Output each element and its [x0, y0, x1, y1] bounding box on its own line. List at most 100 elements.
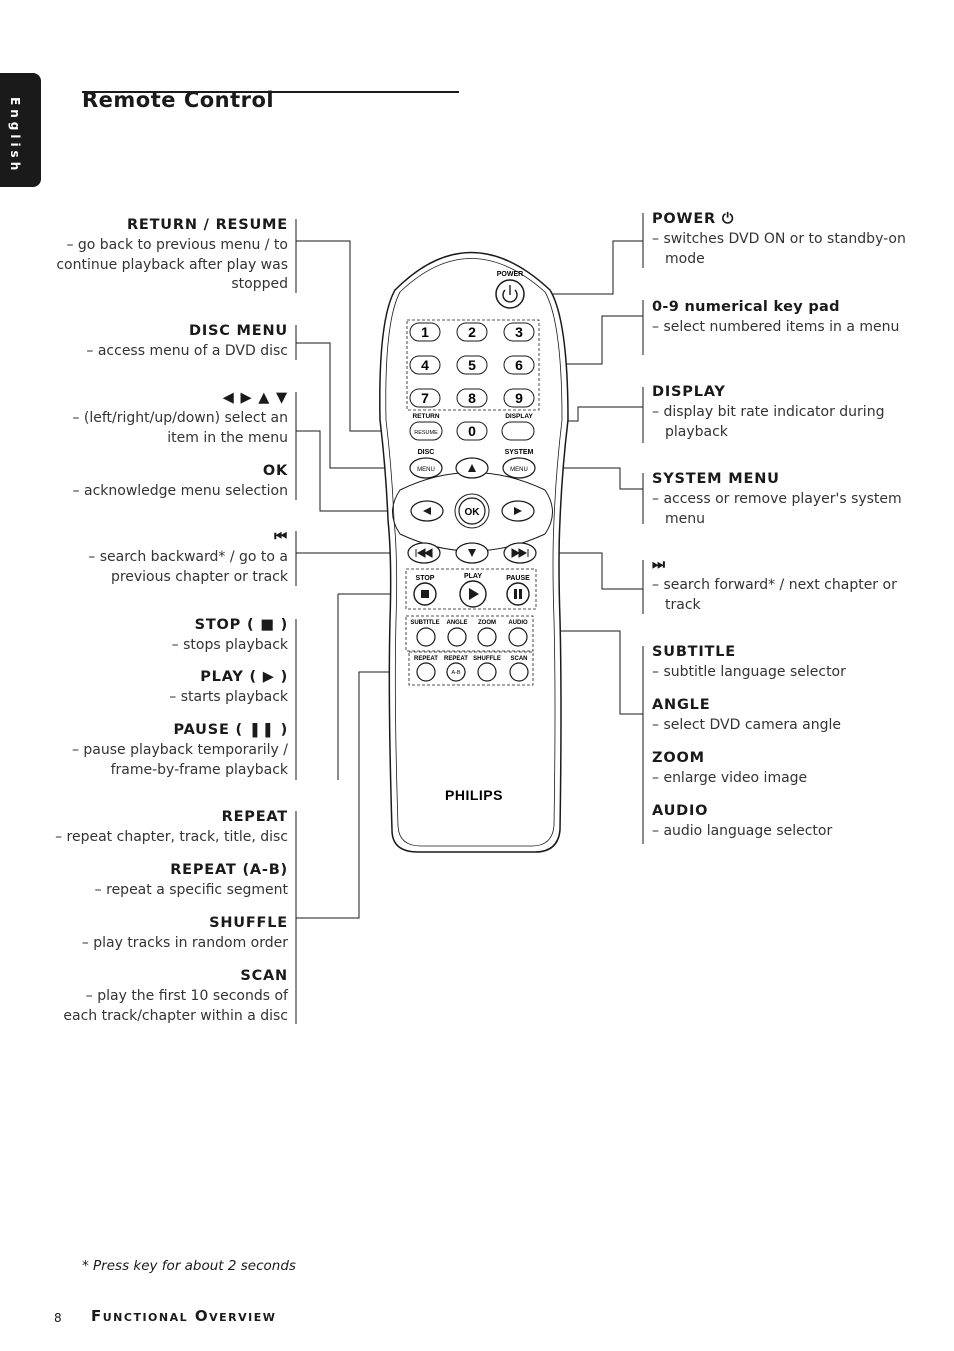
display-button[interactable] — [501, 421, 535, 441]
transport-group — [405, 568, 537, 610]
key-1[interactable] — [409, 322, 441, 342]
shuffle-button[interactable] — [477, 662, 497, 682]
svg-text:SYSTEM: SYSTEM — [505, 449, 534, 456]
svg-text:3: 3 — [515, 324, 523, 340]
desc-disc-menu: DISC MENU – access menu of a DVD disc — [86, 323, 288, 359]
svg-text:AUDIO: AUDIO — [508, 620, 528, 626]
scan-button[interactable] — [509, 662, 529, 682]
section-title: Functional Overview — [91, 1307, 277, 1325]
repeat-ab-button[interactable] — [446, 662, 466, 682]
angle-button[interactable] — [447, 627, 467, 647]
svg-text:9: 9 — [515, 390, 523, 406]
key-2[interactable] — [456, 322, 488, 342]
desc-previous: ⏮ – search backward* / go to a previous … — [88, 529, 288, 585]
key-8[interactable] — [456, 388, 488, 408]
svg-text:6: 6 — [515, 357, 523, 373]
key-3[interactable] — [503, 322, 535, 342]
svg-text:MENU: MENU — [510, 467, 528, 473]
svg-text:PAUSE: PAUSE — [506, 575, 530, 582]
desc-next: ⏭ – search forward* / next chapter or tr… — [652, 557, 897, 613]
desc-display: DISPLAY – display bit rate indicator dur… — [652, 384, 885, 440]
svg-text:MENU: MENU — [417, 467, 435, 473]
svg-text:PLAY: PLAY — [464, 573, 482, 580]
subtitle-button[interactable] — [416, 627, 436, 647]
power-icon — [502, 289, 518, 303]
key-5[interactable] — [456, 355, 488, 375]
svg-text:STOP: STOP — [416, 575, 435, 582]
desc-keypad: 0-9 numerical key pad – select numbered … — [652, 299, 900, 335]
desc-repeat-ab: REPEAT (A-B) – repeat a specific segment — [94, 862, 288, 898]
desc-scan: SCAN – play the first 10 seconds of each… — [63, 968, 288, 1024]
svg-text:RETURN: RETURN — [412, 413, 439, 420]
key-9[interactable] — [503, 388, 535, 408]
playmode-group — [408, 651, 534, 686]
svg-text:A-B: A-B — [451, 670, 461, 676]
footnote: * Press key for about 2 seconds — [82, 1258, 296, 1274]
svg-text:SCAN: SCAN — [510, 656, 527, 662]
svg-text:REPEAT: REPEAT — [444, 656, 468, 662]
down-arrow-icon — [468, 549, 476, 557]
svg-text:5: 5 — [468, 357, 476, 373]
svg-text:0: 0 — [468, 423, 476, 439]
audio-button[interactable] — [508, 627, 528, 647]
desc-play: PLAY ( ▶ ) – starts playback — [169, 669, 288, 705]
power-key-label: POWER — [497, 271, 523, 278]
svg-text:4: 4 — [421, 357, 429, 373]
key-7[interactable] — [409, 388, 441, 408]
system-menu-button[interactable] — [502, 457, 536, 479]
svg-text:1: 1 — [421, 324, 429, 340]
desc-audio: AUDIO – audio language selector — [652, 803, 833, 839]
key-4[interactable] — [409, 355, 441, 375]
svg-text:RESUME: RESUME — [414, 430, 438, 436]
brand-logo: PHILIPS — [445, 787, 503, 803]
key-0[interactable] — [456, 421, 488, 441]
svg-text:SUBTITLE: SUBTITLE — [410, 620, 439, 626]
pause-button[interactable] — [506, 582, 530, 606]
svg-text:OK: OK — [465, 507, 481, 518]
ok-button[interactable] — [458, 497, 486, 525]
right-arrow-icon — [514, 507, 522, 515]
language-group — [405, 615, 534, 652]
left-arrow-icon — [423, 507, 431, 515]
page-number: 8 — [54, 1311, 62, 1325]
remote-body-inner — [385, 258, 563, 847]
disc-menu-button[interactable] — [409, 457, 443, 479]
svg-text:REPEAT: REPEAT — [414, 656, 438, 662]
desc-angle: ANGLE – select DVD camera angle — [652, 697, 841, 733]
desc-arrows: ◀ ▶ ▲ ▼ – (left/right/up/down) select an… — [72, 390, 288, 446]
desc-power: POWER ⏻ – switches DVD ON or to standby-… — [652, 211, 906, 267]
return-resume-button[interactable] — [409, 421, 443, 441]
desc-system-menu: SYSTEM MENU – access or remove player's … — [652, 471, 902, 527]
desc-ok: OK – acknowledge menu selection — [72, 463, 288, 499]
desc-subtitle: SUBTITLE – subtitle language selector — [652, 644, 846, 680]
repeat-button[interactable] — [416, 662, 436, 682]
page-title: Remote Control — [82, 88, 275, 112]
desc-stop: STOP ( ■ ) – stops playback — [171, 617, 288, 653]
svg-text:SHUFFLE: SHUFFLE — [473, 656, 501, 662]
title-rule — [82, 91, 459, 93]
desc-return-resume: RETURN / RESUME – go back to previous me… — [56, 217, 288, 292]
stop-icon — [421, 590, 429, 598]
numeric-keypad: 1 2 3 4 5 6 7 8 9 0 — [409, 322, 535, 441]
desc-pause: PAUSE ( ❚❚ ) – pause playback temporaril… — [71, 722, 288, 778]
zoom-button[interactable] — [477, 627, 497, 647]
keypad-group — [406, 319, 540, 411]
svg-text:2: 2 — [468, 324, 476, 340]
pause-icon — [514, 589, 517, 599]
desc-zoom: ZOOM – enlarge video image — [652, 750, 808, 786]
language-tab: English — [0, 73, 41, 187]
leader-lines-left — [295, 219, 410, 1024]
language-label: English — [8, 97, 22, 175]
desc-shuffle: SHUFFLE – play tracks in random order — [81, 915, 288, 951]
play-icon — [469, 588, 479, 600]
key-6[interactable] — [503, 355, 535, 375]
desc-repeat: REPEAT – repeat chapter, track, title, d… — [55, 809, 288, 845]
next-icon — [511, 548, 529, 558]
svg-text:DISPLAY: DISPLAY — [505, 413, 533, 420]
svg-text:ZOOM: ZOOM — [478, 620, 496, 626]
up-arrow-icon — [468, 464, 476, 472]
svg-text:8: 8 — [468, 390, 476, 406]
previous-icon — [415, 548, 433, 558]
svg-text:ANGLE: ANGLE — [447, 620, 468, 626]
